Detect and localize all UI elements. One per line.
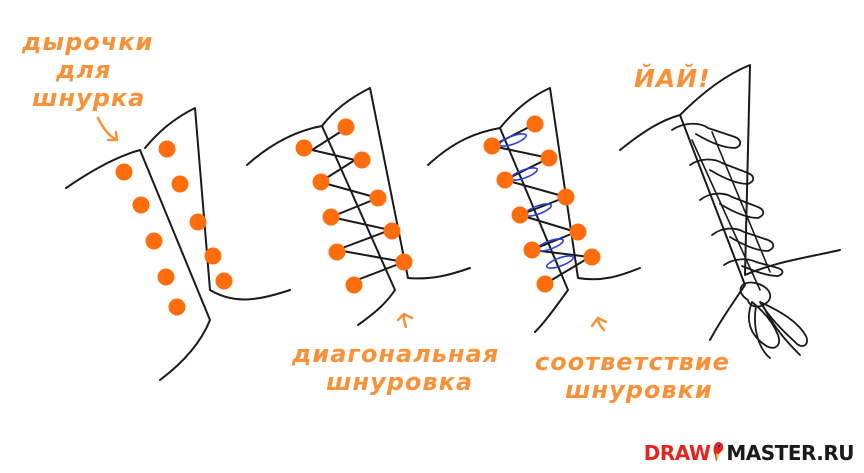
label-holes-line2: для <box>56 56 112 84</box>
drawmaster-logo: DRAW MASTER.RU <box>643 441 855 465</box>
logo-text-master: MASTER.RU <box>726 441 854 465</box>
eyelet-hole <box>395 253 413 271</box>
panel-finished <box>619 64 841 359</box>
pointer-arrow-diagonal <box>396 312 414 329</box>
parrot-icon <box>713 442 724 462</box>
eyelet-hole <box>158 140 176 158</box>
logo-text-draw: DRAW <box>643 441 711 465</box>
pointer-arrow-holes <box>96 116 119 142</box>
eyelet-hole <box>328 243 346 261</box>
garment-outline-left <box>65 149 211 381</box>
eyelet-hole <box>171 175 189 193</box>
label-holes-line1: дырочки <box>22 28 154 56</box>
garment-outline-right <box>321 87 471 280</box>
eyelet-hole <box>157 268 175 286</box>
label-holes-line3: шнурка <box>32 84 146 112</box>
pointer-arrow-matching <box>590 316 608 332</box>
eyelet-hole <box>540 149 558 167</box>
finished-lace-spine <box>691 131 771 291</box>
eyelet-hole <box>132 196 150 214</box>
eyelet-hole <box>583 248 601 266</box>
label-matching-line1: соответствие <box>535 348 730 376</box>
eyelet-hole <box>189 213 207 231</box>
panel-diagonal <box>246 87 471 329</box>
eyelet-hole <box>483 137 501 155</box>
label-matching: соответствие шнуровки <box>535 348 730 404</box>
eyelet-hole <box>215 272 233 290</box>
eyelet-hole <box>312 173 330 191</box>
garment-outline-right <box>144 107 291 301</box>
eyelet-hole <box>557 188 575 206</box>
eyelet-hole <box>168 298 186 316</box>
label-diagonal: диагональная шнуровка <box>292 340 499 396</box>
lace-diagonal-cross <box>311 149 405 263</box>
eyelet-hole <box>511 206 529 224</box>
eyelet-hole <box>337 118 355 136</box>
eyelet-hole <box>496 171 514 189</box>
eyelet-hole <box>115 163 133 181</box>
eyelet-hole <box>526 115 544 133</box>
eyelet-hole <box>345 276 363 294</box>
eyelet-hole <box>204 247 222 265</box>
lace-front-cross <box>491 145 591 258</box>
garment-outline-right <box>499 87 641 281</box>
eyelet-hole <box>536 275 554 293</box>
label-matching-line2: шнуровки <box>565 376 713 404</box>
eyelet-hole <box>383 222 401 240</box>
bow-knot <box>739 281 808 359</box>
label-diagonal-line2: шнуровка <box>326 368 474 396</box>
label-diagonal-line1: диагональная <box>292 340 500 368</box>
eyelet-hole <box>322 208 340 226</box>
eyelet-hole <box>295 139 313 157</box>
eyelet-hole <box>353 151 371 169</box>
lace-diagonal <box>311 126 405 283</box>
eyelet-hole <box>523 241 541 259</box>
finished-lace-rungs <box>671 122 784 277</box>
label-holes: дырочки для шнурка <box>22 28 153 112</box>
eyelet-hole <box>145 232 163 250</box>
garment-outline-right <box>679 64 841 276</box>
panel-holes <box>65 107 291 381</box>
eyelet-hole <box>369 189 387 207</box>
garment-outline-left <box>619 114 746 341</box>
label-yay: ЙАЙ! <box>634 64 711 93</box>
eyelet-holes <box>115 115 601 316</box>
eyelet-hole <box>569 223 587 241</box>
